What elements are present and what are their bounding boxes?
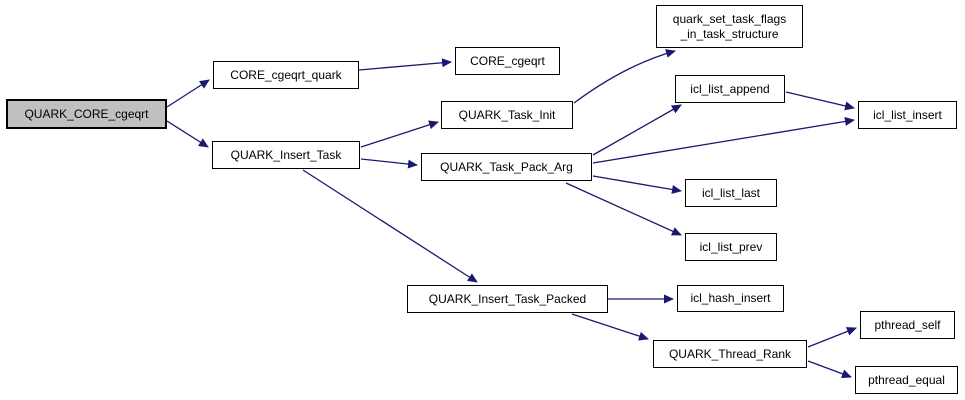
node-label: pthread_equal (868, 372, 945, 387)
node-label: CORE_cgeqrt (470, 53, 545, 68)
edge-QUARK_Insert_Task_Packed--QUARK_Thread_Rank (571, 313, 649, 341)
node-label: icl_list_insert (873, 107, 942, 122)
node-QUARK_Task_Pack_Arg[interactable]: QUARK_Task_Pack_Arg (421, 153, 592, 181)
node-icl_list_prev[interactable]: icl_list_prev (685, 233, 777, 261)
node-icl_list_insert[interactable]: icl_list_insert (858, 101, 957, 129)
edge-QUARK_Task_Pack_Arg--icl_list_insert (592, 117, 855, 164)
node-icl_list_append[interactable]: icl_list_append (675, 75, 785, 103)
edge-QUARK_Insert_Task--QUARK_Insert_Task_Packed (302, 169, 478, 283)
node-label: QUARK_Insert_Task (230, 147, 342, 162)
node-label: icl_hash_insert (690, 291, 771, 305)
node-pthread_equal[interactable]: pthread_equal (855, 366, 958, 394)
edge-QUARK_Thread_Rank--pthread_self (807, 327, 857, 348)
node-label: icl_list_prev (699, 239, 763, 254)
edge-QUARK_Insert_Task--QUARK_Task_Pack_Arg (360, 158, 418, 169)
node-icl_hash_insert[interactable]: icl_hash_insert (677, 285, 784, 312)
edge-CORE_cgeqrt_quark--CORE_cgeqrt (358, 58, 452, 71)
node-QUARK_Insert_Task_Packed[interactable]: QUARK_Insert_Task_Packed (407, 285, 608, 313)
node-QUARK_Task_Init[interactable]: QUARK_Task_Init (441, 101, 573, 129)
node-label: QUARK_Insert_Task_Packed (428, 291, 587, 306)
node-label: QUARK_Task_Pack_Arg (440, 159, 573, 174)
edge-QUARK_Task_Init--quark_set_task_flags (573, 49, 676, 104)
node-quark_set_task_flags[interactable]: quark_set_task_flags _in_task_structure (656, 5, 803, 48)
node-label: pthread_self (874, 317, 941, 332)
node-label: icl_list_append (690, 81, 770, 96)
node-label: CORE_cgeqrt_quark (230, 67, 342, 82)
edge-icl_list_append--icl_list_insert (785, 91, 855, 111)
node-QUARK_CORE_cgeqrt: QUARK_CORE_cgeqrt (6, 99, 167, 129)
edge-QUARK_CORE_cgeqrt--QUARK_Insert_Task (166, 120, 209, 148)
node-label: icl_list_last (701, 185, 761, 200)
edge-QUARK_CORE_cgeqrt--CORE_cgeqrt_quark (166, 79, 210, 108)
edge-QUARK_Insert_Task--QUARK_Task_Init (360, 120, 439, 148)
edge-QUARK_Thread_Rank--pthread_equal (807, 360, 852, 379)
node-label: QUARK_CORE_cgeqrt (24, 106, 149, 121)
node-pthread_self[interactable]: pthread_self (860, 311, 955, 339)
node-CORE_cgeqrt_quark[interactable]: CORE_cgeqrt_quark (213, 61, 359, 89)
node-label: QUARK_Thread_Rank (668, 346, 792, 361)
node-label: QUARK_Task_Init (458, 107, 556, 122)
node-icl_list_last[interactable]: icl_list_last (685, 179, 777, 207)
edge-QUARK_Task_Pack_Arg--icl_list_last (592, 175, 682, 194)
node-QUARK_Thread_Rank[interactable]: QUARK_Thread_Rank (653, 340, 807, 368)
node-CORE_cgeqrt[interactable]: CORE_cgeqrt (455, 47, 560, 75)
node-QUARK_Insert_Task[interactable]: QUARK_Insert_Task (212, 141, 360, 169)
edge-QUARK_Task_Pack_Arg--icl_list_prev (565, 182, 682, 236)
node-label: quark_set_task_flags _in_task_structure (672, 11, 787, 41)
edge-QUARK_Task_Pack_Arg--icl_list_append (592, 104, 682, 156)
